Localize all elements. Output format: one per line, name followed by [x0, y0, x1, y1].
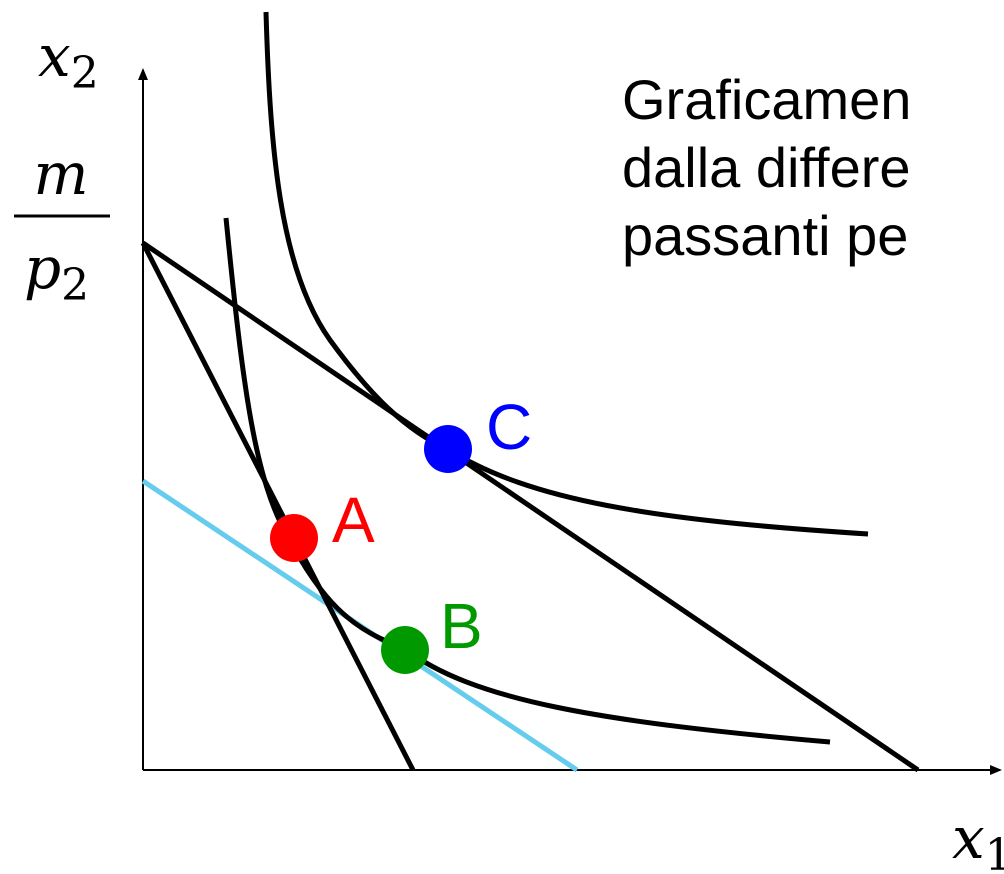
x-axis-label-sub: 1 [985, 830, 1004, 874]
intercept-denominator: p2 [24, 234, 89, 311]
y-axis-label-base: x [38, 22, 71, 90]
indifference-curve-low [223, 217, 831, 745]
x-axis-label-base: x [952, 804, 985, 872]
y-axis-label: x2 [38, 22, 99, 99]
point-b-label: B [440, 590, 483, 662]
intercept-numerator: m [34, 140, 89, 208]
point-a-marker [270, 514, 318, 562]
caption-line-3: passanti pe [622, 204, 909, 267]
budget-line-original [140, 241, 416, 772]
point-c-label: C [486, 391, 532, 463]
x-axis-label: x1 [952, 804, 1004, 874]
intercept-denominator-base: p [24, 234, 61, 302]
caption-line-1: Graficamen [622, 68, 912, 131]
point-c-marker [424, 425, 472, 473]
caption-text: Graficamen dalla differe passanti pe [622, 66, 911, 270]
point-b-marker [381, 626, 429, 674]
indifference-curve-high [263, 11, 869, 537]
caption-line-2: dalla differe [622, 136, 911, 199]
point-a-label: A [332, 484, 375, 556]
budget-line-new [141, 240, 920, 773]
y-axis-label-sub: 2 [71, 48, 99, 99]
intercept-denominator-sub: 2 [61, 260, 89, 311]
